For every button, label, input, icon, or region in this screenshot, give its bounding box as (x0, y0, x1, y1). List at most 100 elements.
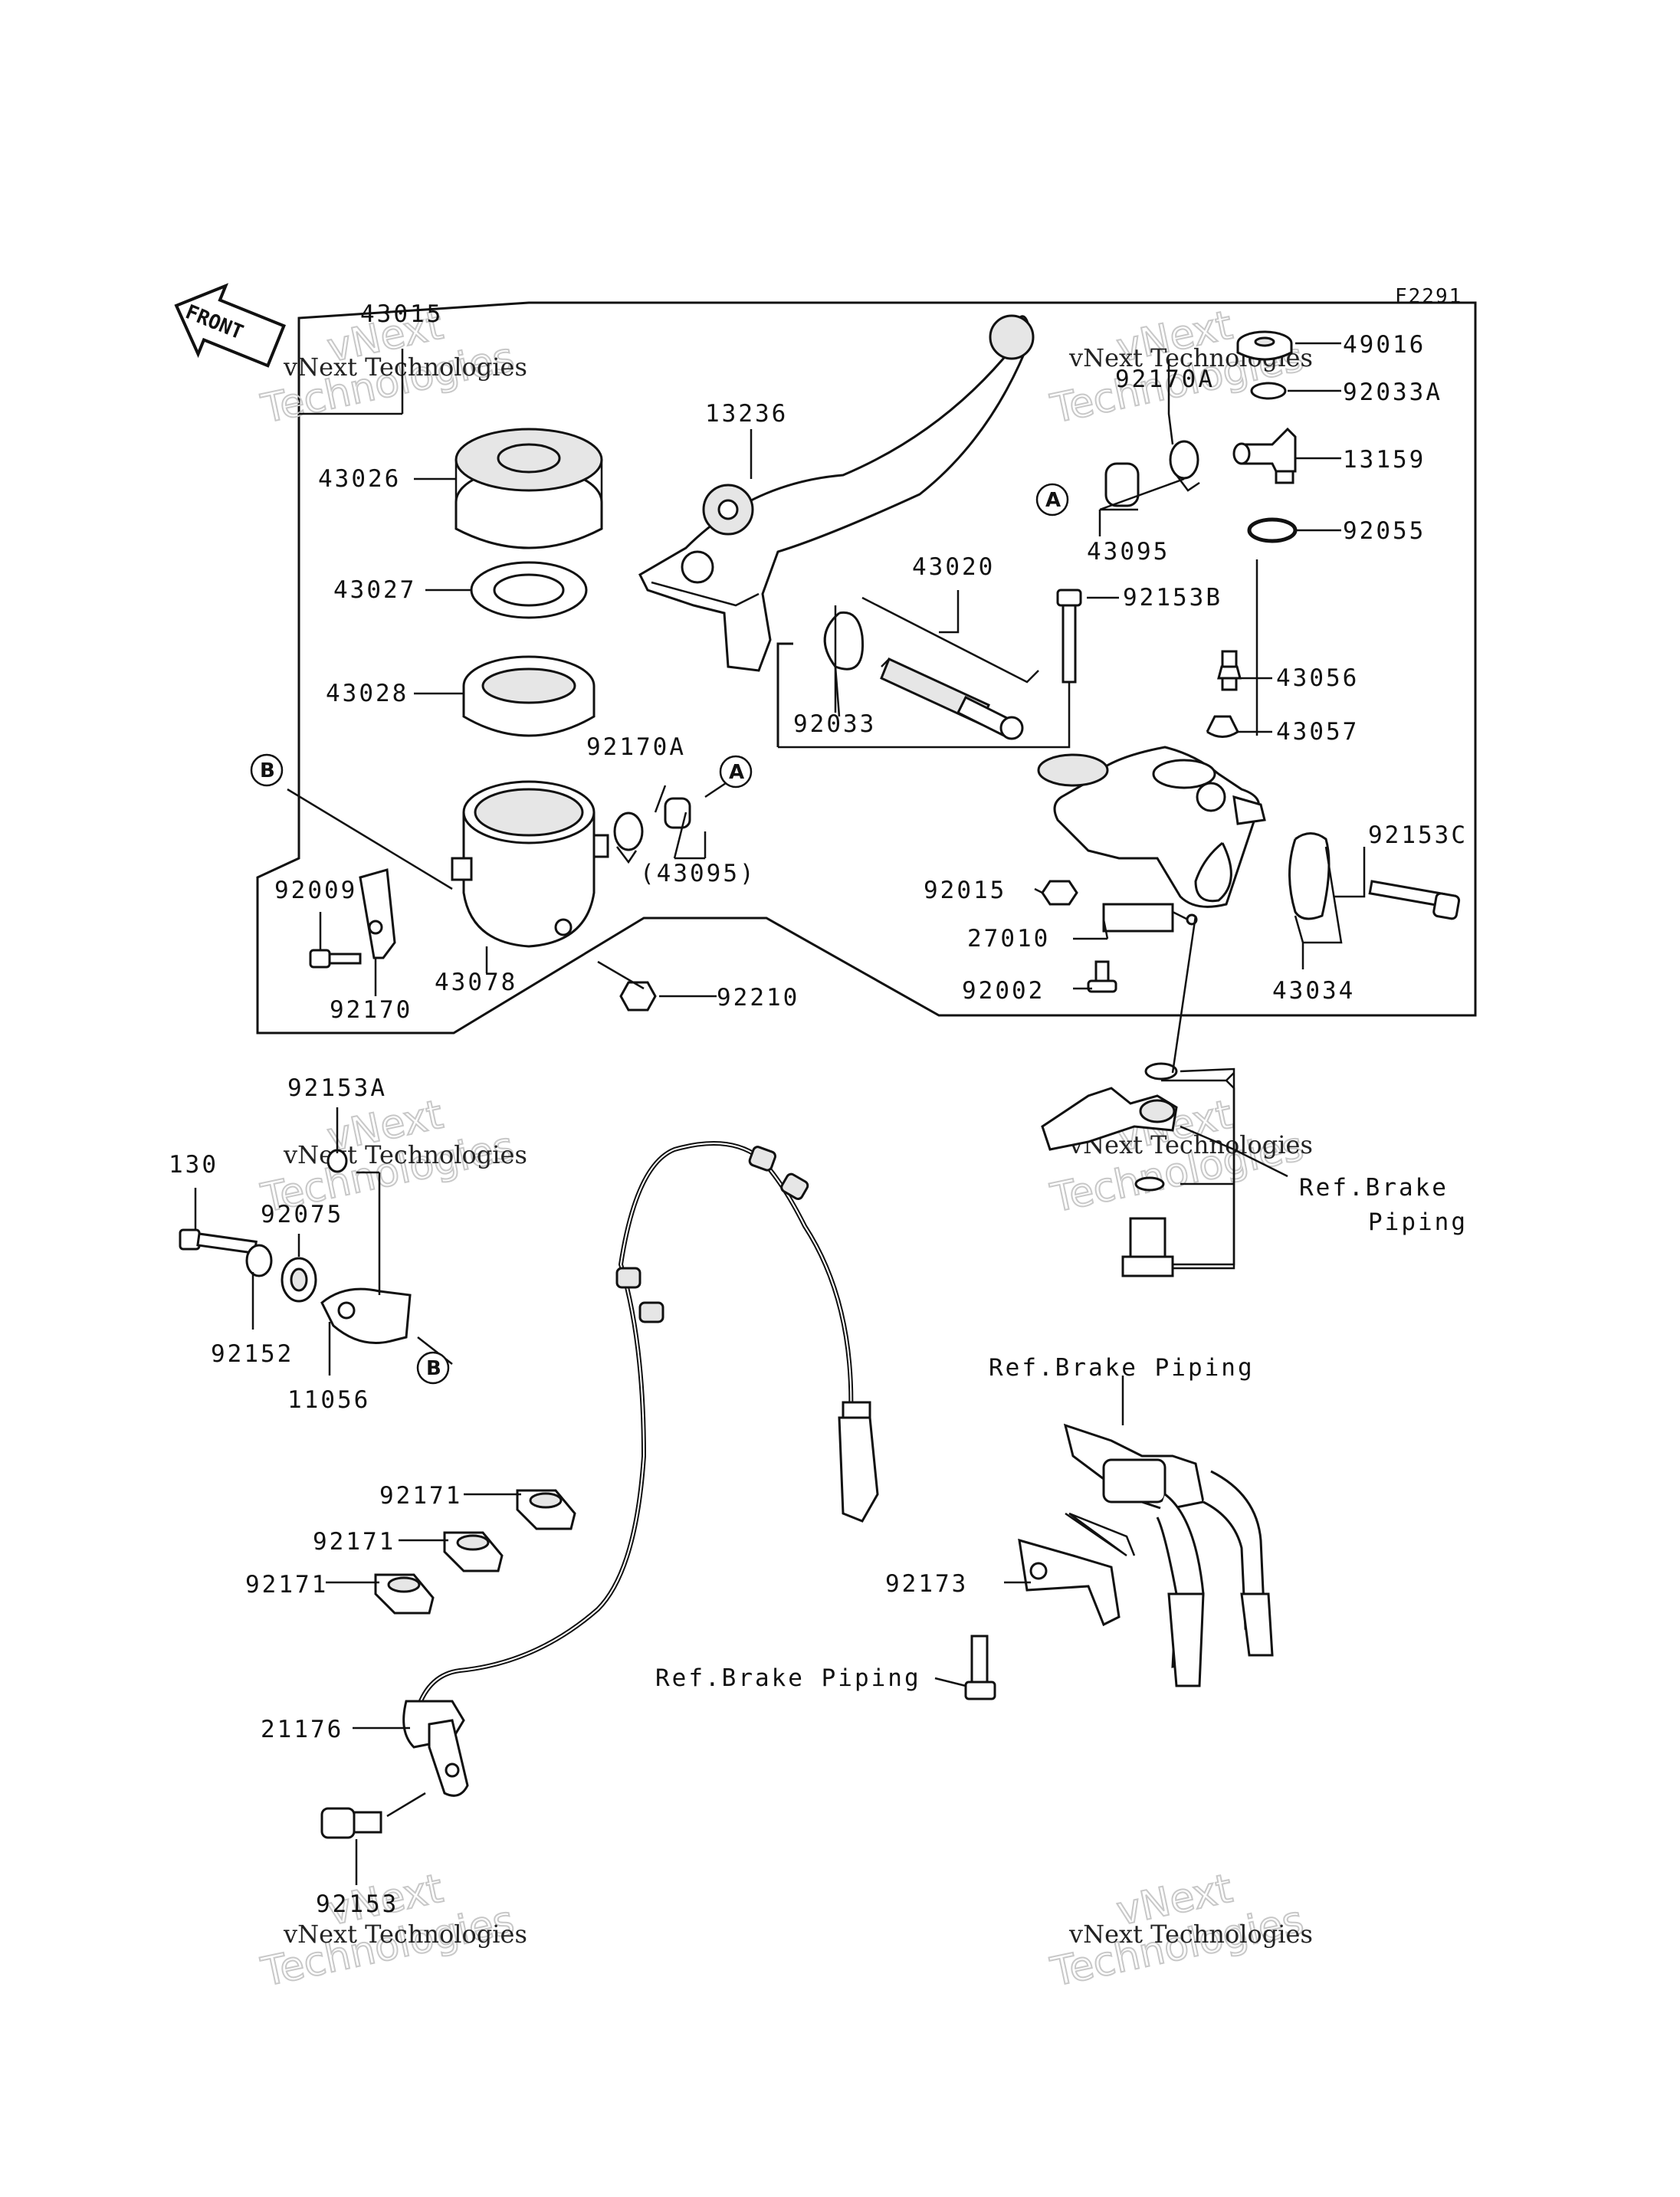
label-43056: 43056 (1276, 664, 1359, 692)
ref-marker-a-top: A (1035, 483, 1069, 516)
label-92170: 92170 (330, 996, 412, 1024)
brake-light-switch (1102, 903, 1198, 933)
switch-nut (1041, 880, 1078, 906)
label-43020: 43020 (912, 553, 995, 581)
lever-pivot-bolt (1056, 589, 1082, 684)
label-92153c: 92153C (1368, 821, 1468, 849)
bracket-bolt-right (964, 1635, 996, 1700)
label-92152: 92152 (211, 1340, 294, 1368)
brake-lever (638, 314, 1035, 672)
part-labels: 43015 43026 43027 43028 13236 43020 9203… (169, 300, 1468, 1918)
label-43015: 43015 (360, 300, 443, 328)
label-92210: 92210 (717, 984, 799, 1012)
banjo-assembly (1041, 1062, 1178, 1277)
oring-92033a (1250, 382, 1287, 400)
reservoir-cap (454, 428, 603, 549)
leader-lines (194, 342, 1366, 1885)
cable-clip-b (443, 1531, 504, 1572)
piston-kit-frame (776, 596, 1071, 749)
cable-clip-a (516, 1489, 576, 1530)
label-13236: 13236 (705, 400, 788, 428)
label-27010: 27010 (967, 925, 1050, 953)
svg-text:A: A (729, 761, 744, 784)
label-92171-c: 92171 (245, 1571, 328, 1599)
ref-marker-b-top: B (250, 753, 284, 787)
label-92015: 92015 (924, 877, 1006, 904)
pipe-bracket-92173 (1018, 1538, 1121, 1627)
grommet-92075 (281, 1257, 317, 1303)
label-92033a: 92033A (1343, 379, 1442, 406)
label-ref-brake-2: Ref.Brake Piping (989, 1354, 1255, 1382)
label-92153a: 92153A (287, 1074, 387, 1102)
label-130: 130 (169, 1151, 218, 1179)
ref-marker-a-left: A (719, 755, 753, 789)
label-92170a-left: 92170A (586, 733, 686, 761)
cable-clip-c (374, 1573, 435, 1615)
bracket-bolt (309, 949, 362, 969)
label-11056: 11056 (287, 1386, 370, 1414)
label-92171-a: 92171 (379, 1482, 462, 1510)
label-43026: 43026 (318, 465, 401, 493)
front-arrow-icon: FRONT (174, 283, 286, 368)
diaphragm (462, 655, 596, 737)
label-21176: 21176 (261, 1716, 343, 1743)
bleeder-cap (1206, 715, 1239, 738)
circlip (823, 611, 865, 671)
label-49016: 49016 (1343, 331, 1426, 359)
handlebar-clamp (1288, 832, 1331, 920)
bleeder-valve (1217, 650, 1242, 691)
hose-right (1104, 462, 1140, 507)
label-13159: 13159 (1343, 446, 1426, 474)
label-92033: 92033 (793, 710, 876, 738)
label-43027: 43027 (333, 576, 416, 604)
label-43034: 43034 (1272, 977, 1355, 1005)
banjo-fitting-13159 (1232, 427, 1297, 484)
label-ref-brake-1: Ref.Brake (1299, 1174, 1449, 1202)
watermark-text: vNext Technologies (283, 1920, 527, 1949)
label-92173: 92173 (885, 1570, 968, 1598)
label-92009: 92009 (274, 877, 357, 904)
brake-pipe-junction (1063, 1423, 1274, 1687)
label-43028: 43028 (326, 680, 409, 707)
reservoir-nut (619, 981, 657, 1012)
bolt-130 (179, 1228, 258, 1254)
assembly-frame (256, 301, 1477, 1035)
clamp-bolt (1368, 880, 1461, 920)
svg-text:B: B (260, 759, 275, 782)
abs-sensor-cable (415, 1141, 854, 1710)
watermark-text: vNext Technologies (283, 353, 527, 382)
abs-sensor-21176 (402, 1700, 469, 1797)
diaphragm-plate (470, 561, 588, 619)
label-43095: 43095 (1087, 538, 1170, 566)
reservoir-bracket (359, 868, 396, 959)
master-cylinder-body (1037, 746, 1266, 908)
label-92153b: 92153B (1123, 584, 1222, 612)
watermark-text: vNext Technologies (283, 1140, 527, 1169)
bolt-92153 (320, 1807, 382, 1839)
cable-sleeves (615, 1146, 809, 1323)
label-43057: 43057 (1276, 718, 1359, 746)
switch-screw (1087, 960, 1117, 993)
ref-marker-b-bottom: B (416, 1351, 450, 1385)
label-92170a-right: 92170A (1115, 366, 1215, 393)
hose-clamp-right (1169, 440, 1200, 492)
label-92153: 92153 (316, 1890, 399, 1918)
label-92075: 92075 (261, 1201, 343, 1228)
hose-clamp-left (613, 812, 644, 864)
label-43078: 43078 (435, 969, 517, 996)
piston-assembly (880, 657, 1024, 740)
svg-text:B: B (426, 1357, 441, 1380)
label-ref-brake-1b: Piping (1368, 1208, 1468, 1236)
figure-code: F2291 (1395, 285, 1462, 308)
label-43095-paren: (43095) (640, 860, 756, 887)
bracket-11056 (320, 1287, 412, 1344)
washer-92152 (245, 1244, 273, 1277)
screw-92153a (326, 1149, 348, 1173)
label-ref-brake-3: Ref.Brake Piping (655, 1664, 921, 1692)
svg-text:A: A (1045, 489, 1061, 512)
label-92171-b: 92171 (313, 1528, 395, 1556)
label-92002: 92002 (962, 977, 1045, 1005)
abs-connector (838, 1401, 879, 1523)
label-92055: 92055 (1343, 517, 1426, 545)
